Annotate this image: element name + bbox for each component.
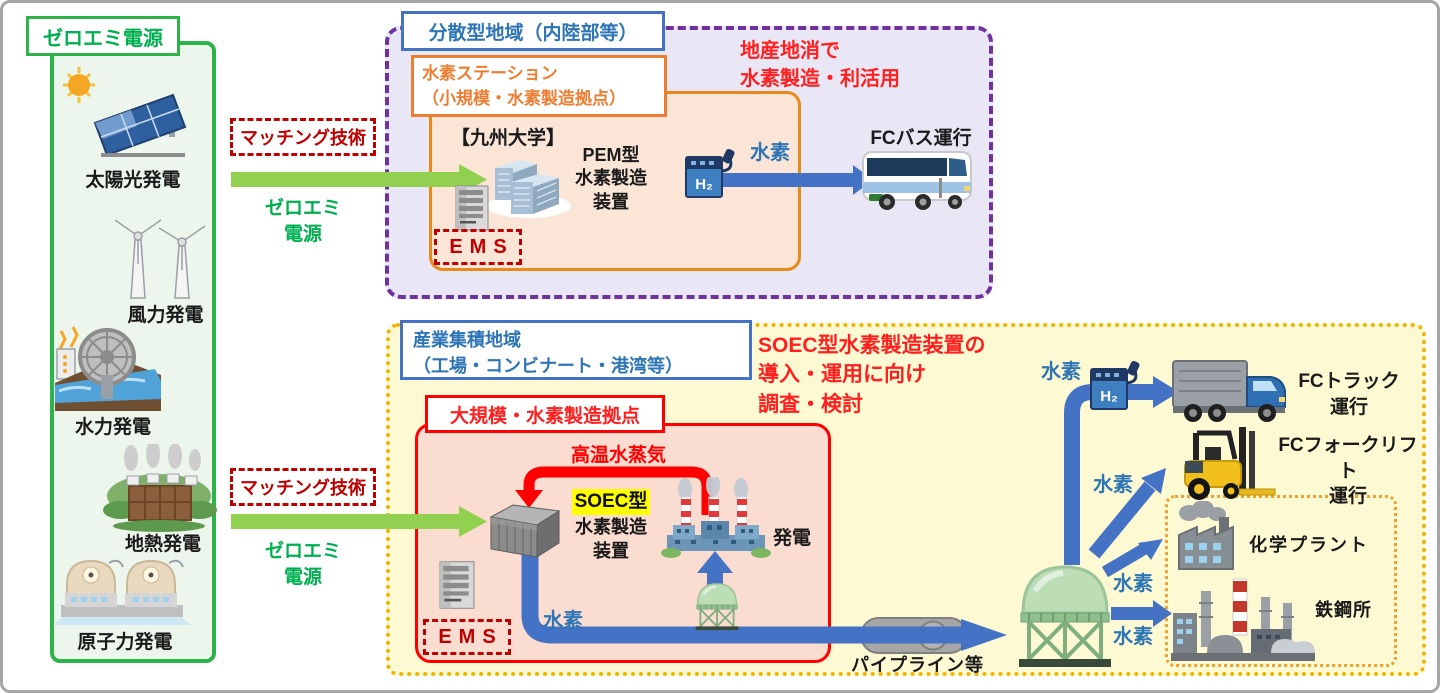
industrial-headline: SOEC型水素製造装置の 導入・運用に向け 調査・検討 [758,334,986,416]
power-plant-icon [661,477,771,558]
large-base-label: 大規模・水素製造拠点 [449,405,640,427]
matching-tech-box-bottom: マッチング技術 [230,468,376,506]
steel-works-icon [1171,578,1315,661]
source-label-solar: 太陽光発電 [85,170,181,191]
water-wheel-icon [55,326,161,411]
server-icon [455,185,489,231]
university-label: 【九州大学】 [451,128,566,149]
source-label-nuclear: 原子力発電 [77,632,173,653]
zero-emission-title-label: ゼロエミ電源 [43,27,163,50]
solar-panel-icon [63,67,187,157]
source-label-wind: 風力発電 [127,305,204,326]
h2-dispenser-icon: H₂ [685,148,735,198]
zeroemi-arrow-label-bottom: ゼロエミ 電源 [264,541,341,588]
matching-tech-label: マッチング技術 [240,128,366,148]
server-icon [439,561,475,609]
ems-box-top: EMS [434,229,522,265]
hydrogen-label-steel: 水素 [1113,626,1153,648]
distributed-region-title-label: 分散型地域（内陸部等） [428,22,638,44]
steel-works-label: 鉄鋼所 [1315,600,1372,620]
h2-label: H₂ [695,176,713,193]
matching-tech-box-top: マッチング技術 [230,118,376,156]
chemical-plant-icon [1178,501,1234,570]
soec-device-label: SOEC型 水素製造 装置 [555,489,667,563]
geothermal-icon [103,444,217,532]
hydrogen-label-chemical: 水素 [1113,573,1153,595]
fc-forklift-label: FCフォークリフト 運行 [1278,435,1418,508]
hydrogen-label-bus: 水素 [750,142,790,164]
industry-consumers-box [1165,495,1397,667]
soec-device-text: 水素製造 装置 [575,516,647,561]
soec-container-icon [489,504,561,558]
industrial-region-title: 産業集積地域 （工場・コンビナート・港湾等） [400,320,752,380]
source-label-geothermal: 地熱発電 [124,534,201,555]
h2-dispenser-icon: H₂ [1090,360,1140,410]
small-gas-holder-icon [695,583,739,631]
zeroemi-arrow-label-top: ゼロエミ 電源 [264,198,341,245]
pipeline-label: パイプライン等 [851,655,984,675]
distributed-region-title: 分散型地域（内陸部等） [401,11,665,51]
hydrogen-label-truck: 水素 [1041,361,1081,383]
hydrogen-label-forklift: 水素 [1093,474,1133,496]
fc-truck-icon [1172,360,1286,422]
chemical-plant-label: 化学プラント [1249,535,1369,555]
large-base-box: 大規模・水素製造拠点 [425,395,665,433]
hydrogen-station-box: 水素ステーション （小規模・水素製造拠点） [411,55,667,117]
soec-type-highlight: SOEC型 [571,489,651,515]
ems-label: EMS [438,625,503,648]
gas-holder-icon [1019,565,1111,667]
ems-box-bottom: EMS [423,619,511,655]
source-label-hydro: 水力発電 [74,417,151,438]
h2-label: H₂ [1100,388,1118,405]
distributed-headline: 地産地消で 水素製造・利活用 [740,40,900,90]
nuclear-plant-icon [53,559,191,625]
hydrogen-label-pipe: 水素 [543,610,583,632]
wind-turbine-icon [114,219,206,299]
fc-bus-label: FCバス運行 [870,128,972,149]
fc-forklift-icon [1184,427,1276,500]
power-generation-label: 発電 [773,528,812,549]
matching-tech-label: マッチング技術 [240,478,366,498]
fc-bus-icon [862,151,972,210]
university-building-icon [487,160,571,218]
fc-truck-label: FCトラック 運行 [1298,371,1400,418]
pem-device-label: PEM型 水素製造 装置 [575,145,647,212]
steam-label: 高温水蒸気 [571,445,667,466]
ems-label: EMS [449,235,514,258]
zero-emission-title: ゼロエミ電源 [26,16,180,56]
